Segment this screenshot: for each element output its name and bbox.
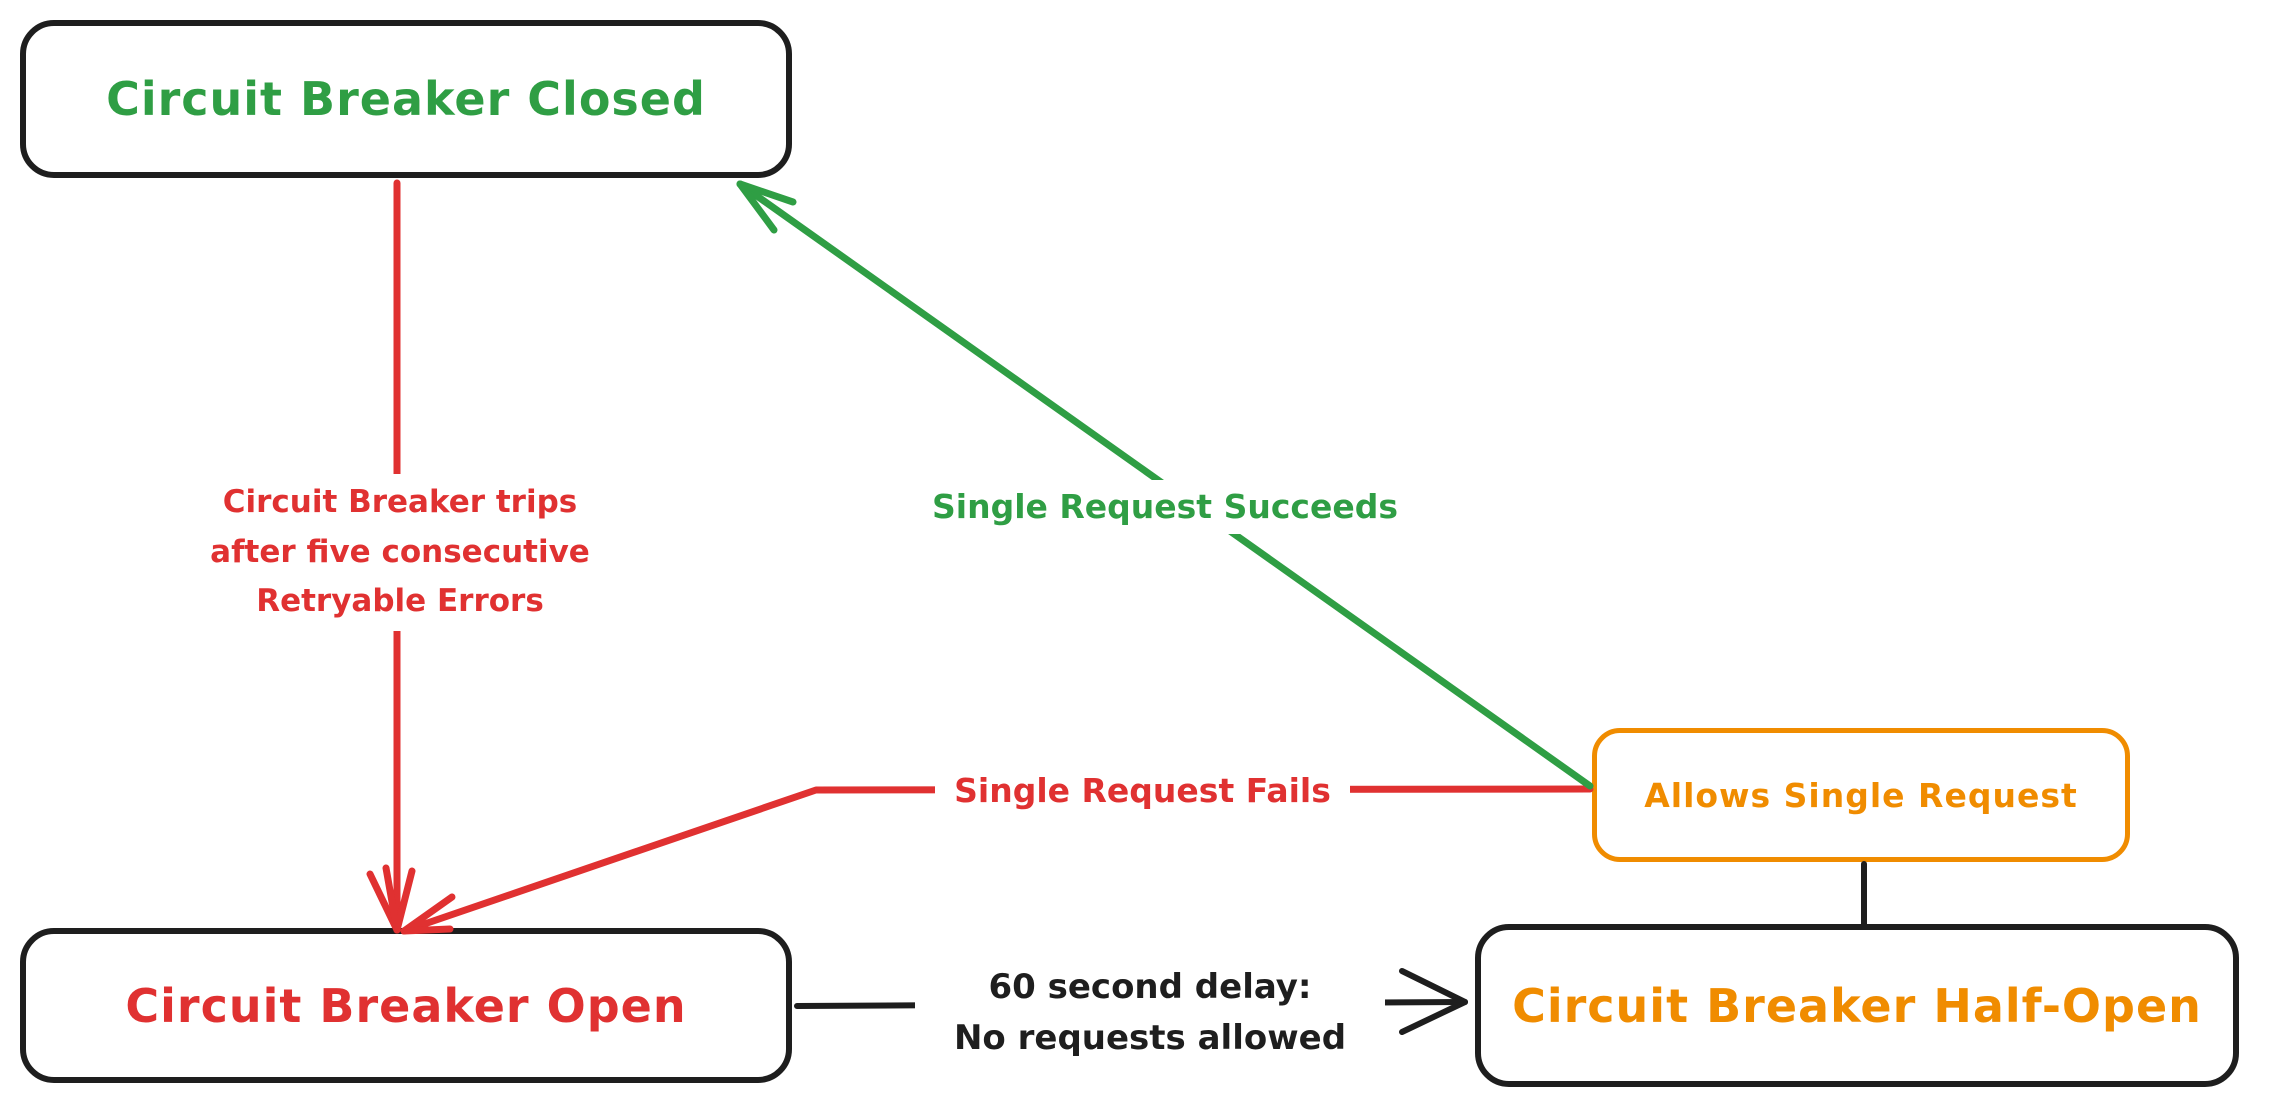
trips-arrowhead-mid	[382, 864, 401, 934]
succeeds-arrowhead-upper	[736, 180, 797, 206]
edge-label-delay: 60 second delay: No requests allowed	[915, 958, 1385, 1068]
node-open-label: Circuit Breaker Open	[125, 978, 687, 1033]
node-half-open-label: Circuit Breaker Half-Open	[1512, 978, 2202, 1033]
node-closed-label: Circuit Breaker Closed	[106, 72, 706, 126]
node-circuit-breaker-closed: Circuit Breaker Closed	[20, 20, 792, 178]
delay-arrowhead-lower	[1399, 999, 1468, 1035]
edge-label-trips: Circuit Breaker trips after five consecu…	[170, 474, 630, 631]
edge-label-fails: Single Request Fails	[935, 764, 1350, 819]
edge-label-succeeds: Single Request Succeeds	[895, 480, 1435, 535]
node-allows-single-request: Allows Single Request	[1592, 728, 2130, 862]
node-circuit-breaker-open: Circuit Breaker Open	[20, 928, 792, 1083]
trips-arrowhead-left	[366, 870, 401, 934]
delay-arrowhead-upper	[1399, 968, 1468, 1005]
succeeds-arrowhead-lower	[736, 180, 778, 234]
node-circuit-breaker-half-open: Circuit Breaker Half-Open	[1475, 924, 2239, 1087]
trips-arrowhead-right	[393, 867, 416, 934]
node-allows-label: Allows Single Request	[1644, 775, 2078, 815]
fails-arrowhead-upper	[400, 893, 456, 935]
